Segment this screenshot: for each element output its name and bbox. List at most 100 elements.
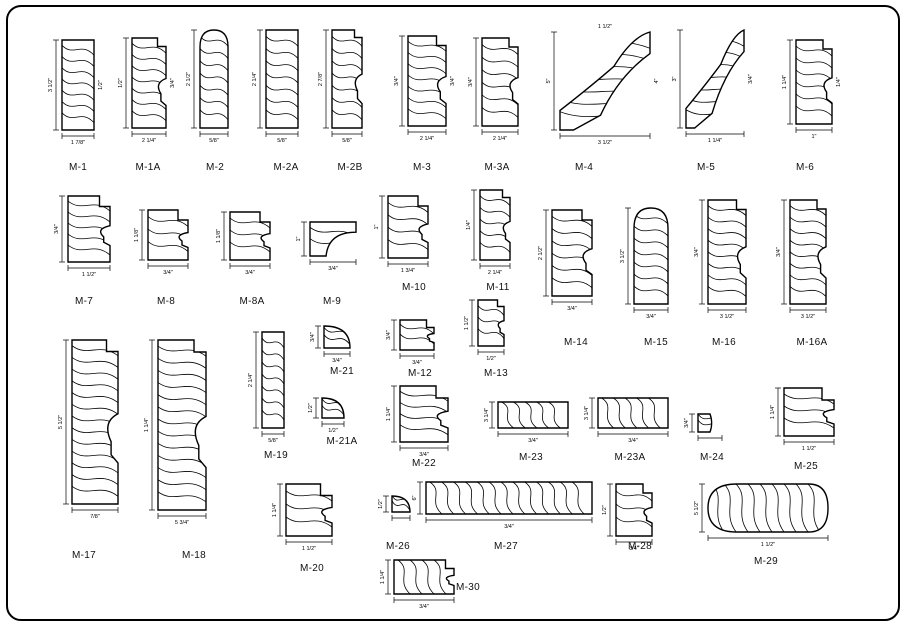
profile-label-m24: M-24: [700, 452, 724, 463]
profile-outline: [615, 483, 653, 537]
dimension-lines: [385, 559, 455, 603]
dimension-lines: [301, 221, 357, 265]
profile-m3: 3/4"2 1/4"3/4": [394, 35, 456, 142]
dimension-text: 2 1/4": [248, 373, 254, 387]
dimension-lines: [63, 339, 119, 513]
profile-label-m28: M-28: [628, 541, 652, 552]
profile-outline: [783, 387, 835, 437]
profile-outline: [331, 29, 363, 129]
profile-label-m18: M-18: [182, 550, 206, 561]
wood-grain: [200, 35, 228, 121]
profile-m13: 1 1/2" 1/2": [464, 299, 505, 362]
profile-outline: [789, 199, 827, 305]
dimension-text: 3/4": [528, 438, 538, 444]
profile-label-m14: M-14: [564, 337, 588, 348]
profile-outline: [477, 299, 505, 347]
profile-label-m16: M-16: [712, 337, 736, 348]
dimension-text: 1 1/4": [770, 405, 776, 419]
dimension-text: 3 1/2": [720, 314, 734, 320]
profile-outline: [157, 339, 207, 511]
dimension-text: 6": [412, 495, 418, 500]
dimension-text: 3/4": [386, 330, 392, 340]
profile-outline: [633, 207, 669, 305]
dimension-text: 5": [546, 78, 552, 83]
dimension-text: 3/4": [684, 418, 690, 428]
dimension-text: 3/4": [567, 306, 577, 312]
profile-outline: [387, 195, 429, 259]
profile-m3a: 3/4" 2 1/4": [468, 37, 519, 142]
profile-label-m4: M-4: [574, 162, 594, 173]
dimension-text: 3/4": [54, 224, 60, 234]
wood-grain: [397, 560, 447, 594]
wood-grain: [711, 484, 821, 532]
profile-label-m27: M-27: [494, 541, 518, 552]
profile-outline: [229, 211, 271, 261]
dimension-text: 3/4": [163, 270, 173, 276]
dimension-text: 5/8": [209, 138, 219, 144]
wood-grain: [634, 213, 668, 297]
dimension-text: 3/4": [394, 76, 400, 86]
profile-outline: [67, 195, 111, 263]
dimension-lines: [139, 209, 189, 269]
wood-grain: [132, 42, 166, 122]
dimension-text: 3/4": [450, 76, 456, 86]
dimension-lines: [543, 209, 593, 305]
profile-label-m7: M-7: [74, 296, 94, 307]
profile-m8a: 1 1/8"3/4": [216, 211, 271, 276]
profile-outline: [479, 189, 511, 261]
dimension-text: 2 1/4": [493, 136, 507, 142]
dimension-lines: [489, 401, 569, 437]
dimension-text: 3/4": [629, 546, 639, 552]
dimension-text: 3/4": [628, 438, 638, 444]
profile-outline: [285, 483, 333, 537]
dimension-lines: [471, 189, 511, 269]
dimension-text: 2 1/2": [186, 72, 192, 86]
dimension-text: 5/8": [268, 438, 278, 444]
dimension-text: 1/2": [328, 428, 338, 434]
profile-outline: [261, 331, 285, 429]
profile-outline: [407, 35, 447, 127]
profile-label-m11: M-11: [486, 282, 510, 293]
wood-grain: [429, 482, 585, 514]
dimension-text: 1 3/4": [401, 268, 415, 274]
dimension-text: 3/4": [419, 604, 429, 610]
dimension-text: 3/4": [468, 77, 474, 87]
profile-label-m8a: M-8A: [239, 296, 265, 307]
profile-m10: 1" 1 3/4": [374, 195, 429, 274]
profile-label-m1: M-1: [68, 162, 88, 173]
dimension-text: 3/4": [310, 332, 316, 342]
dimension-text: 1/2": [486, 356, 496, 362]
dimension-lines: [59, 195, 111, 271]
dimension-lines: [469, 299, 505, 355]
profile-label-m1a: M-1A: [135, 162, 161, 173]
dimension-text: 1/2": [308, 403, 314, 413]
dimension-text: 2 7/8": [318, 72, 324, 86]
dimension-lines: [191, 29, 229, 137]
dimension-text: 2 1/4": [142, 138, 156, 144]
dimension-text: 3/4": [170, 78, 176, 88]
dimension-lines: [53, 39, 95, 139]
dimension-text: 1": [374, 224, 380, 229]
dimension-text: 1 1/4": [708, 138, 722, 144]
profile-label-m19: M-19: [264, 450, 288, 461]
dimension-text: 5/8": [342, 138, 352, 144]
dimension-text: 1/2": [98, 80, 104, 90]
dimension-text: 3/4": [245, 270, 255, 276]
profile-label-m6: M-6: [795, 162, 815, 173]
dimension-lines: [625, 207, 669, 313]
profile-outline: [393, 559, 455, 595]
profile-outline: [399, 385, 449, 443]
profile-m1: 3 1/2"1 7/8"1/2": [48, 39, 104, 146]
profile-label-m25: M-25: [794, 461, 818, 472]
dimension-text: 3 1/4": [584, 406, 590, 420]
dimension-lines: [589, 397, 669, 437]
dimension-text: 3 1/2": [48, 78, 54, 92]
profile-outline: [425, 481, 593, 515]
profile-m16a: 3/4"3 1/2": [776, 199, 827, 320]
dimension-text: 1 1/2": [464, 316, 470, 330]
wood-grain: [601, 398, 661, 428]
profile-outline: [795, 39, 833, 125]
profile-m23: 3 1/4"3/4": [484, 401, 569, 444]
dimension-text: 3 1/2": [620, 249, 626, 263]
profile-m17: 5 1/2"7/8": [58, 339, 119, 520]
